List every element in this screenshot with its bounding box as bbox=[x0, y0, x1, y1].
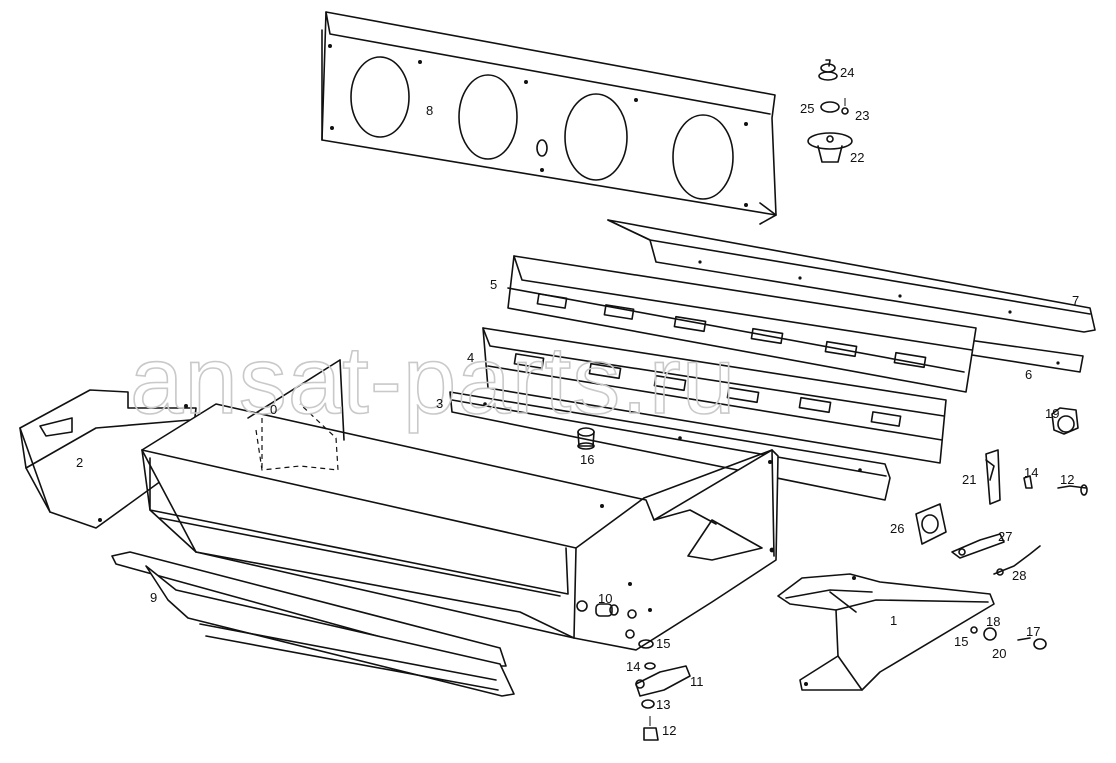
callout-0: 0 bbox=[270, 402, 277, 417]
part-1-shroud bbox=[777, 573, 995, 691]
callout-15-right: 15 bbox=[954, 634, 968, 649]
part-2-shroud bbox=[19, 389, 197, 529]
part-8-panel bbox=[321, 11, 777, 225]
callout-22: 22 bbox=[850, 150, 864, 165]
callout-19: 19 bbox=[1045, 406, 1059, 421]
callout-27: 27 bbox=[998, 529, 1012, 544]
parts-11-15-hardware bbox=[635, 639, 691, 741]
callout-28: 28 bbox=[1012, 568, 1026, 583]
part-4-channel bbox=[482, 327, 947, 464]
part-3-rail bbox=[449, 391, 891, 501]
callout-7: 7 bbox=[1072, 293, 1079, 308]
callout-2: 2 bbox=[76, 455, 83, 470]
callout-20: 20 bbox=[992, 646, 1006, 661]
callout-4: 4 bbox=[467, 350, 474, 365]
part-10-knob bbox=[595, 603, 619, 617]
callout-15-left: 15 bbox=[656, 636, 670, 651]
callout-14-right: 14 bbox=[1024, 465, 1038, 480]
callout-6: 6 bbox=[1025, 367, 1032, 382]
callout-26: 26 bbox=[890, 521, 904, 536]
part-0-housing bbox=[141, 359, 779, 651]
part-7-strip bbox=[607, 219, 1096, 333]
callout-23: 23 bbox=[855, 108, 869, 123]
parts-22-25-hardware bbox=[807, 59, 853, 163]
callout-14-left: 14 bbox=[626, 659, 640, 674]
callout-5: 5 bbox=[490, 277, 497, 292]
callout-21: 21 bbox=[962, 472, 976, 487]
callout-11: 11 bbox=[690, 674, 704, 689]
callout-16: 16 bbox=[580, 452, 594, 467]
callout-12-right: 12 bbox=[1060, 472, 1074, 487]
callout-17: 17 bbox=[1026, 624, 1040, 639]
callout-9: 9 bbox=[150, 590, 157, 605]
callout-10: 10 bbox=[598, 591, 612, 606]
part-9-trim bbox=[111, 551, 515, 697]
callout-1: 1 bbox=[890, 613, 897, 628]
callout-25: 25 bbox=[800, 101, 814, 116]
part-16-bushing bbox=[577, 427, 595, 450]
watermark-text: ansat-parts.ru bbox=[130, 327, 736, 434]
callout-8: 8 bbox=[426, 103, 433, 118]
callout-13: 13 bbox=[656, 697, 670, 712]
callout-3: 3 bbox=[436, 396, 443, 411]
parts-17-28-hardware bbox=[915, 407, 1088, 650]
part-5-channel bbox=[507, 255, 977, 393]
callout-24: 24 bbox=[840, 65, 854, 80]
callout-labels: 8 24 25 23 22 7 5 6 4 3 19 0 2 16 21 14 … bbox=[76, 65, 1079, 738]
callout-18: 18 bbox=[986, 614, 1000, 629]
callout-12-left: 12 bbox=[662, 723, 676, 738]
